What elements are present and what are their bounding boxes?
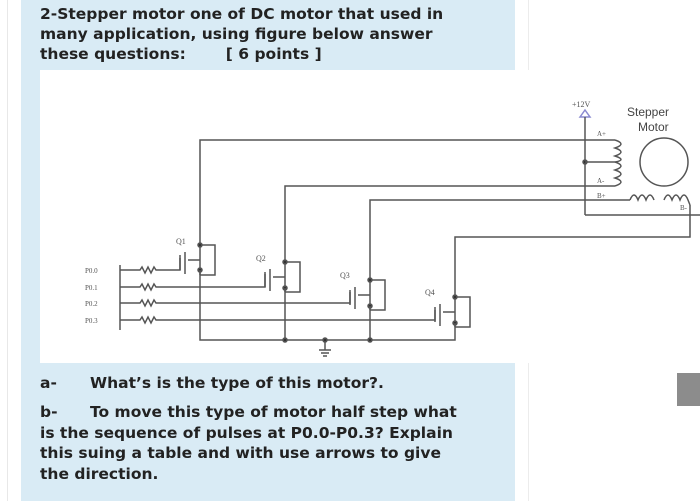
supply-label: +12V [572,100,591,109]
question-title: 2-Stepper motor one of DC motor that use… [40,4,510,64]
title-line: these questions: [40,45,186,63]
q-label: Q1 [176,237,186,246]
terminal-label: A+ [597,130,606,138]
title-line: many application, using figure below ans… [40,25,433,43]
part-text: the direction. [40,464,159,483]
question-part-a: a- What’s is the type of this motor?. [40,373,470,394]
part-text: is the sequence of pulses at P0.0-P0.3? … [40,423,453,442]
q-label: Q3 [340,271,350,280]
supply-arrow-icon [578,108,592,118]
motor-label: Stepper [627,105,669,119]
q-label: Q2 [256,254,266,263]
coil-a-icon [612,139,622,187]
part-text: To move this type of motor half step wha… [90,403,457,421]
part-label: b- [40,403,58,421]
question-part-b: b- To move this type of motor half step w… [40,402,470,484]
coil-b-icon [629,194,691,206]
port-label: P0.1 [85,284,98,292]
port-label: P0.3 [85,317,98,325]
scroll-to-top-button[interactable] [677,373,700,406]
terminal-label: A- [597,177,605,185]
points-label: [ 6 points ] [225,45,322,63]
title-line: 2-Stepper motor one of DC motor that use… [40,5,444,23]
page-border [7,0,8,501]
part-text: this suing a table and with use arrows t… [40,444,441,462]
part-label: a- [40,374,57,392]
motor-label: Motor [638,120,669,134]
part-text: What’s is the type of this motor?. [90,374,384,392]
transistor-q4: Q4 [425,288,471,328]
terminal-label: B- [680,204,688,212]
ground-icon [319,349,331,357]
terminal-label: B+ [597,192,606,200]
transistor-q1: Q1 [176,237,216,276]
port-label: P0.2 [85,300,98,308]
motor-rotor-icon [639,137,689,187]
transistor-q3: Q3 [340,271,386,311]
q-label: Q4 [425,288,435,297]
port-label: P0.0 [85,267,98,275]
